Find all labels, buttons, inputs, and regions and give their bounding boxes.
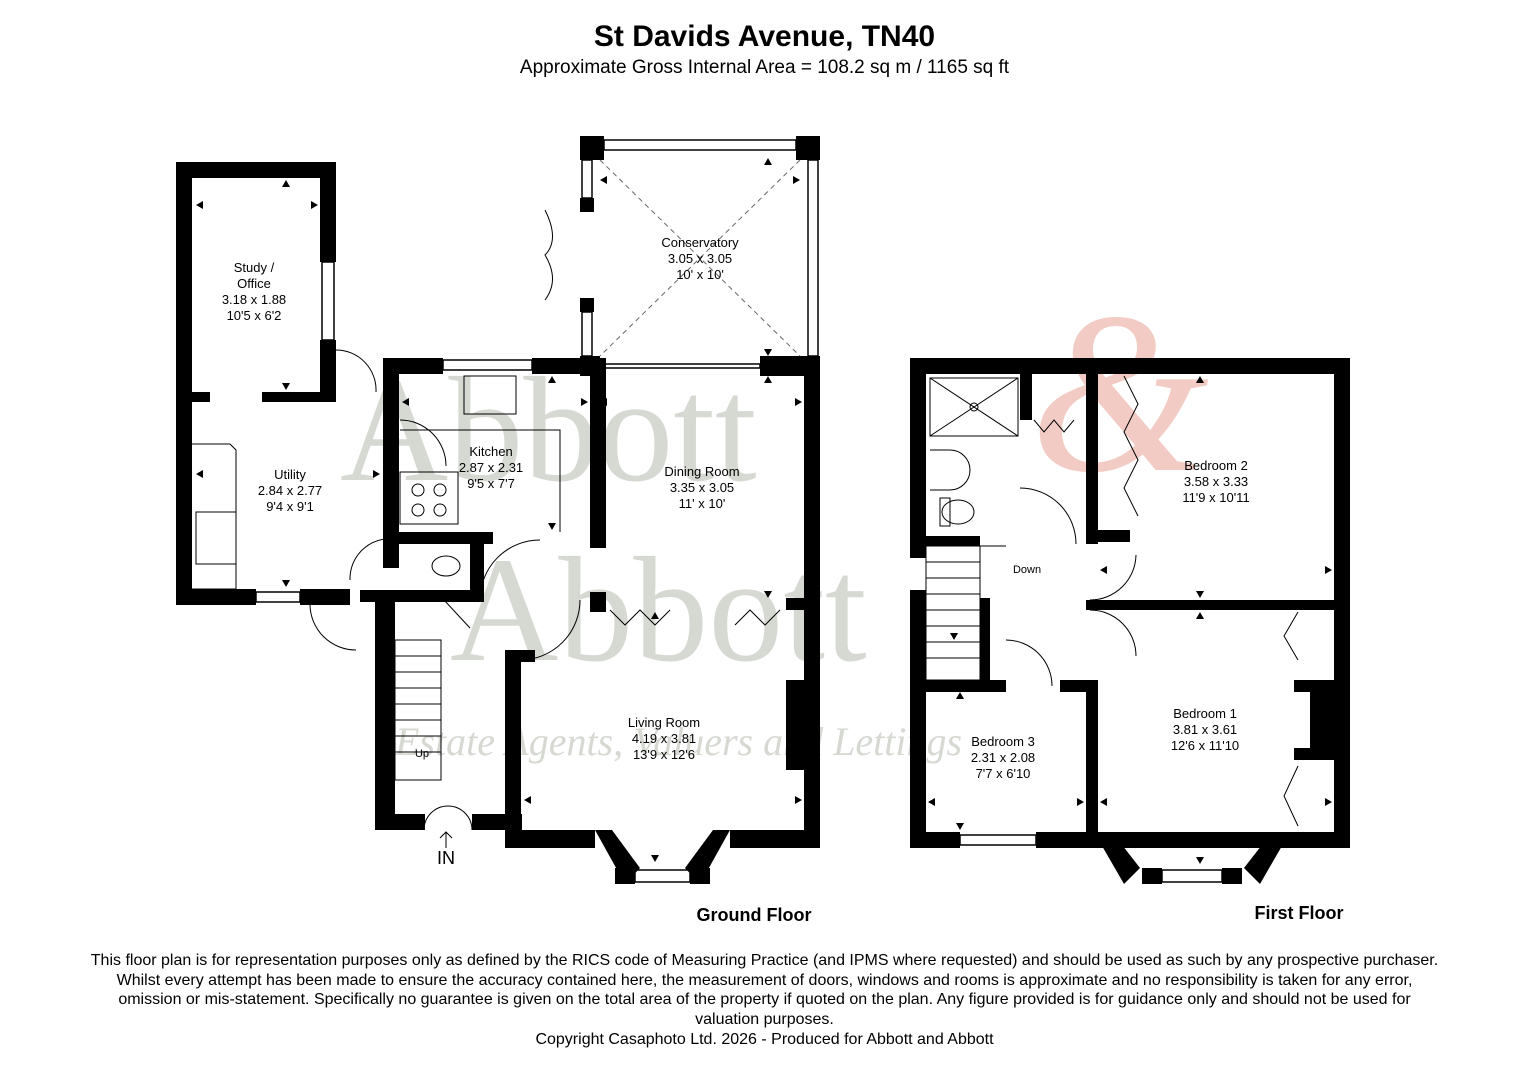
- shower-drain-icon: [969, 402, 979, 412]
- bedroom3-name: Bedroom 3: [971, 734, 1035, 749]
- first-floor-walls: [910, 358, 1350, 884]
- dining-metric: 3.35 x 3.05: [670, 480, 734, 495]
- kitchen-metric: 2.87 x 2.31: [459, 460, 523, 475]
- toilet-icon: [431, 555, 461, 577]
- first-floor-label: First Floor: [1255, 903, 1344, 923]
- first-floor-fixtures: [929, 377, 1019, 527]
- utility-imperial: 9'4 x 9'1: [266, 499, 314, 514]
- bedroom2-imperial: 11'9 x 10'11: [1182, 490, 1249, 505]
- cistern-icon: [939, 497, 951, 527]
- hob-ring-icon: [411, 503, 425, 517]
- bedroom2-metric: 3.58 x 3.33: [1184, 474, 1248, 489]
- page-title: St Davids Avenue, TN40: [593, 20, 936, 53]
- first-floor-stairs: [925, 545, 1006, 681]
- conservatory-metric: 3.05 x 3.05: [668, 251, 732, 266]
- study-metric: 3.18 x 1.88: [222, 292, 286, 307]
- conservatory-imperial: 10' x 10': [676, 267, 724, 282]
- bedroom2-name: Bedroom 2: [1184, 458, 1248, 473]
- dining-name: Dining Room: [664, 464, 739, 479]
- copyright-text: Copyright Casaphoto Ltd. 2026 - Produced…: [535, 1031, 994, 1048]
- stairs-down-label: Down: [1013, 564, 1041, 576]
- ground-floor-windows: [255, 139, 819, 883]
- first-floor-doors: [1005, 375, 1299, 827]
- dimension-arrows: [196, 158, 1332, 864]
- bedroom3-imperial: 7'7 x 6'10: [976, 766, 1031, 781]
- hob-ring-icon: [411, 483, 425, 497]
- study-imperial: 10'5 x 6'2: [227, 308, 282, 323]
- conservatory-name: Conservatory: [661, 235, 739, 250]
- utility-sink-icon: [195, 511, 237, 565]
- kitchen-sink-icon: [463, 375, 517, 415]
- hob-ring-icon: [433, 483, 447, 497]
- dining-imperial: 11' x 10': [679, 496, 726, 511]
- kitchen-name: Kitchen: [469, 444, 512, 459]
- entrance-label: IN: [437, 848, 455, 868]
- disclaimer-text: This floor plan is for representation pu…: [90, 952, 1439, 1028]
- first-floor-windows: [959, 359, 1295, 883]
- toilet-icon: [941, 499, 975, 525]
- ground-floor-stairs: [394, 639, 442, 781]
- study-name: Study /: [234, 260, 275, 275]
- ground-floor-labels: Study / Office 3.18 x 1.88 10'5 x 6'2 Ut…: [222, 235, 812, 925]
- stairs-up-label: Up: [415, 748, 429, 760]
- living-name: Living Room: [628, 715, 700, 730]
- conservatory-diagonals: [599, 159, 801, 357]
- utility-metric: 2.84 x 2.77: [258, 483, 322, 498]
- bedroom3-metric: 2.31 x 2.08: [971, 750, 1035, 765]
- living-metric: 4.19 x 3.81: [632, 731, 696, 746]
- ground-floor-doors: [309, 209, 581, 831]
- hob-ring-icon: [433, 503, 447, 517]
- living-imperial: 13'9 x 12'6: [633, 747, 695, 762]
- ground-floor-fixtures: [192, 375, 561, 590]
- kitchen-imperial: 9'5 x 7'7: [467, 476, 515, 491]
- watermark-ampersand: &: [1030, 265, 1209, 520]
- study-name2: Office: [237, 276, 271, 291]
- ground-floor-label: Ground Floor: [697, 905, 812, 925]
- utility-name: Utility: [274, 467, 306, 482]
- area-subtitle: Approximate Gross Internal Area = 108.2 …: [519, 57, 1010, 78]
- entrance-arrow: [439, 831, 453, 848]
- hob-icon: [399, 471, 459, 525]
- first-floor-labels: Down Bedroom 2 3.58 x 3.33 11'9 x 10'11 …: [971, 458, 1344, 923]
- utility-worktop: [192, 443, 237, 590]
- watermark-tagline: Estate Agents, Valuers and Lettings: [394, 719, 962, 764]
- basin-icon: [930, 449, 971, 491]
- ground-floor-walls: [176, 136, 820, 884]
- kitchen-worktop: [400, 429, 561, 532]
- bedroom1-imperial: 12'6 x 11'10: [1171, 738, 1239, 753]
- bedroom1-metric: 3.81 x 3.61: [1173, 722, 1237, 737]
- bifold-doors: [609, 609, 781, 626]
- bedroom1-name: Bedroom 1: [1173, 706, 1237, 721]
- shower-tray-icon: [929, 377, 1019, 437]
